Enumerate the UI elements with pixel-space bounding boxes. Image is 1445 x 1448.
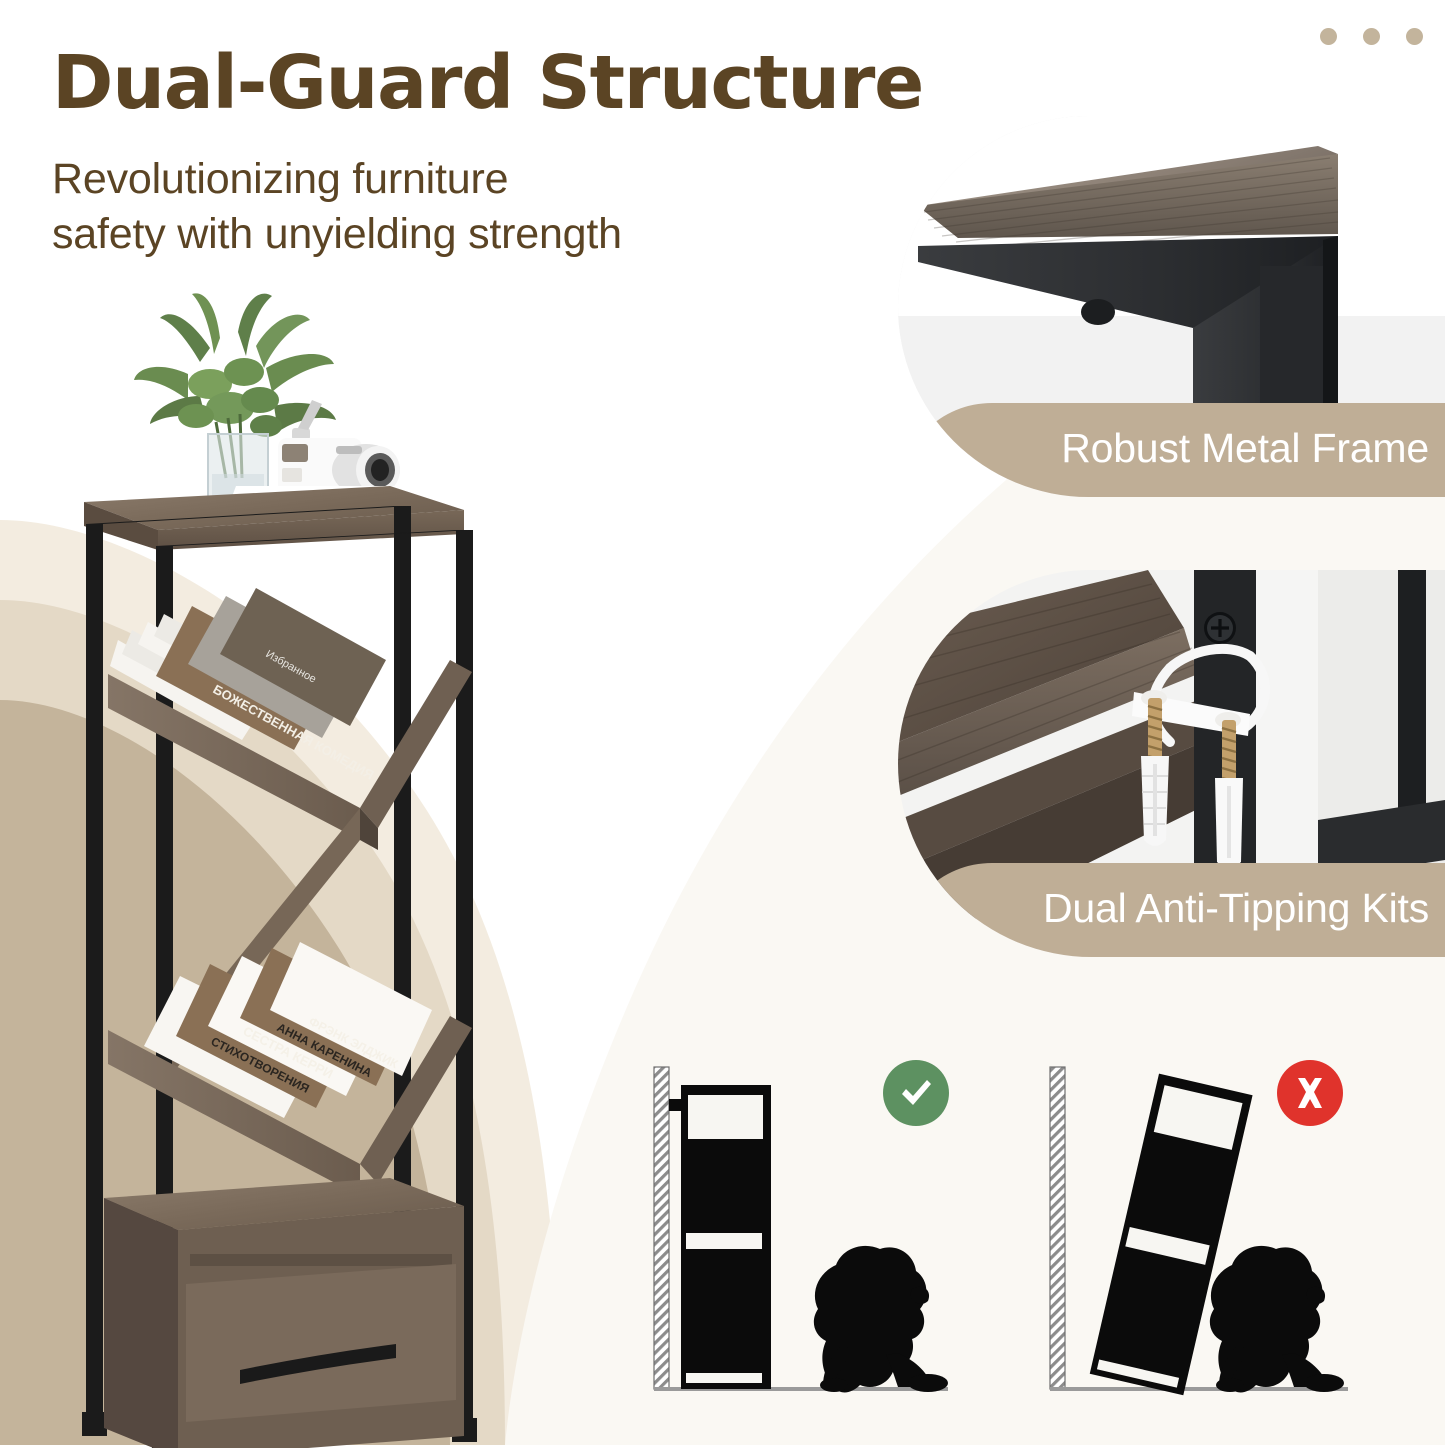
drawer-front [186, 1264, 456, 1422]
callout-caption-text: Robust Metal Frame [1061, 424, 1429, 471]
subtitle-line-2: safety with unyielding strength [52, 210, 622, 259]
check-icon [902, 1080, 931, 1105]
tipping-bookshelf-diagram [1049, 1066, 1348, 1396]
drawer-handle [240, 1344, 396, 1384]
decorative-dot [1320, 28, 1337, 45]
wall-anchor-right [1215, 778, 1243, 868]
decor-plant [134, 293, 336, 511]
page-subtitle: Revolutionizing furniture safety with un… [52, 152, 1032, 262]
callout-caption-anti-tipping: Dual Anti-Tipping Kits [898, 863, 1445, 957]
decor-camera [278, 400, 400, 496]
wall-hatch [653, 1066, 670, 1390]
subtitle-line-1: Revolutionizing furniture [52, 155, 509, 204]
bookshelf-illustration: THE KINFOLK HOME [82, 293, 477, 1448]
wall-anchor-left [1141, 756, 1169, 846]
child-silhouette [813, 1245, 948, 1393]
shelf-lower-v [108, 1016, 472, 1196]
ground-line [654, 1387, 948, 1391]
anchored-bookshelf-diagram [653, 1066, 948, 1393]
child-silhouette [1209, 1245, 1344, 1393]
screw-left [1147, 698, 1163, 764]
callout-card-anti-tipping: Dual Anti-Tipping Kits [898, 570, 1445, 957]
decorative-dot [1363, 28, 1380, 45]
shelf-upper-books: БОЖЕСТВЕННАЯ КОМЕДИЯ Избранное [110, 588, 386, 783]
status-badge-approved [883, 1060, 949, 1126]
headline-block: Dual-Guard Structure Revolutionizing fur… [52, 44, 1032, 263]
callout-caption-text: Dual Anti-Tipping Kits [1042, 884, 1429, 931]
callout-caption-metal-frame: Robust Metal Frame [898, 403, 1445, 497]
shelf-upper-v [108, 660, 472, 850]
callout-card-metal-frame: Robust Metal Frame [898, 116, 1445, 497]
bookshelf-silhouette-tilted [1089, 1073, 1253, 1396]
safety-diagram-anchored [636, 1053, 966, 1425]
ground-line [1050, 1387, 1348, 1391]
screw-right [1221, 720, 1237, 786]
close-icon [1298, 1078, 1322, 1108]
decorative-dot [1406, 28, 1423, 45]
status-badge-rejected [1277, 1060, 1343, 1126]
bookshelf-silhouette [681, 1085, 771, 1389]
shelf-drawer-unit [104, 1178, 464, 1448]
decorative-dots [1320, 28, 1423, 45]
product-photo-bookshelf: THE KINFOLK HOME [60, 288, 480, 1448]
safety-diagram-unanchored [1036, 1053, 1366, 1425]
shelf-lower-books: СТИХОТВОРЕНИЯ СЕСТРА КЕРРИ АННА КАРЕНИНА… [144, 942, 432, 1118]
wall-hatch [1049, 1066, 1066, 1390]
page-title: Dual-Guard Structure [52, 40, 924, 126]
